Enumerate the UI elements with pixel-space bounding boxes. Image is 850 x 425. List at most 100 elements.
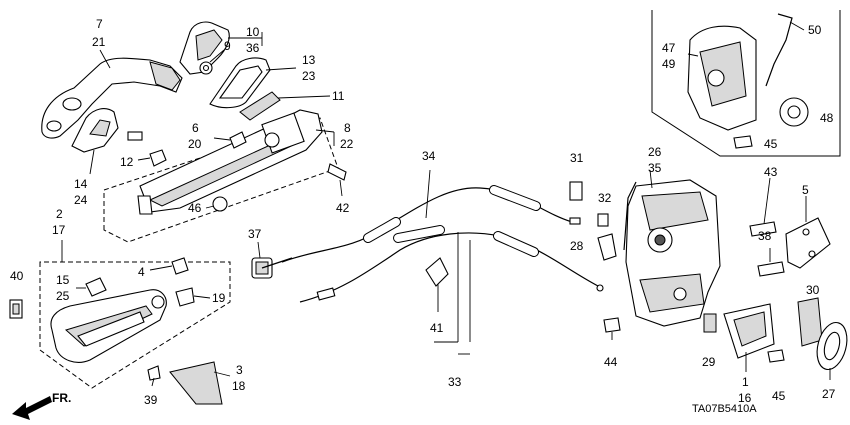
leader-12 [137,157,151,161]
cable-34-tip [569,217,581,225]
label-46: 46 [188,201,202,215]
striker-5-bolt-b [808,250,816,258]
outer-handle-base [41,57,183,139]
screw-39 [147,365,161,381]
label-21: 21 [92,35,106,49]
label-34: 34 [422,149,436,163]
cable-33 [299,232,599,303]
seal-30 [797,297,823,347]
label-47: 47 [662,41,676,55]
outer-handle-grip-inner [89,119,111,137]
actuator-cover-boss [707,69,725,87]
inner-handle-boss [151,295,165,309]
label-9: 9 [224,39,231,53]
ring-48-hole [787,105,801,119]
label-7: 7 [96,17,103,31]
label-30: 30 [806,283,820,297]
clip-40-inner [12,303,20,315]
label-48: 48 [820,111,834,125]
label-23: 23 [302,69,316,83]
latch-lock-core [654,234,666,246]
label-44: 44 [604,355,618,369]
leader-7 [99,49,111,69]
label-15: 15 [56,273,70,287]
leader-3 [213,371,231,377]
cable-34-sleeve-b-in [490,186,540,210]
latch-plate [641,191,709,231]
label-32: 32 [598,191,612,205]
label-16: 16 [738,391,752,405]
label-37: 37 [248,227,262,241]
clip-15 [85,277,107,297]
label-4: 4 [138,265,145,279]
handle-gasket-inner [218,65,263,99]
leader-14 [89,149,95,175]
label-10: 10 [246,25,260,39]
handle-cap-detail [195,29,223,61]
label-42: 42 [336,201,350,215]
part-29 [703,313,717,333]
label-27: 27 [822,387,836,401]
cover-3 [169,361,223,405]
cable-34-end [261,257,293,269]
label-25: 25 [56,289,70,303]
leader-42 [339,179,343,197]
label-6: 6 [192,121,199,135]
washer-9-hole [202,64,210,72]
label-28: 28 [570,239,584,253]
leader-50 [789,21,805,31]
part-32 [597,213,609,227]
direction-label: FR. [52,391,71,405]
clip-41 [425,257,449,287]
cable-33-end [316,287,336,301]
cable-33-sleeve-a-in [394,226,444,242]
cover-11 [239,91,281,121]
label-24: 24 [74,193,88,207]
leader-47 [687,53,699,57]
outer-handle-base-detail [149,61,181,91]
latch-bolt [673,287,687,301]
label-18: 18 [232,379,246,393]
label-3: 3 [236,363,243,377]
label-45-lower: 45 [772,389,786,403]
label-35: 35 [648,161,662,175]
leader-9 [209,49,225,63]
label-20: 20 [188,137,202,151]
striker-5-bolt-a [802,228,810,236]
screw-46 [212,196,228,212]
label-14: 14 [74,177,88,191]
label-1: 1 [742,375,749,389]
spring-4 [171,257,189,275]
screw-45-lower [767,349,785,363]
label-26: 26 [648,145,662,159]
label-19: 19 [212,291,226,305]
label-11: 11 [332,89,345,103]
outer-handle-hole-b [46,120,62,132]
cover-1-detail [733,311,767,347]
label-49: 49 [662,57,676,71]
clip-19 [175,287,195,307]
label-8: 8 [344,121,351,135]
leader-8 [315,129,335,133]
inner-handle-lever [77,311,145,347]
leader-13 [265,67,297,71]
label-22: 22 [340,137,354,151]
leader-4 [149,265,173,271]
striker-5 [785,217,831,269]
screw-12 [149,149,167,167]
pin-12-top [127,131,143,141]
assembly-frame-lower [39,261,231,389]
label-31: 31 [570,151,584,165]
label-29: 29 [702,355,716,369]
cable-33-tip [596,284,604,292]
screw-43 [749,221,777,237]
assembly-frame-upper [103,117,339,243]
leader-43 [763,177,771,225]
clip-6 [229,131,247,149]
leader-39 [151,377,155,387]
leader-19 [193,295,211,299]
label-5: 5 [802,183,809,197]
grommet-27-inner [823,331,841,361]
leader-6 [213,137,231,141]
